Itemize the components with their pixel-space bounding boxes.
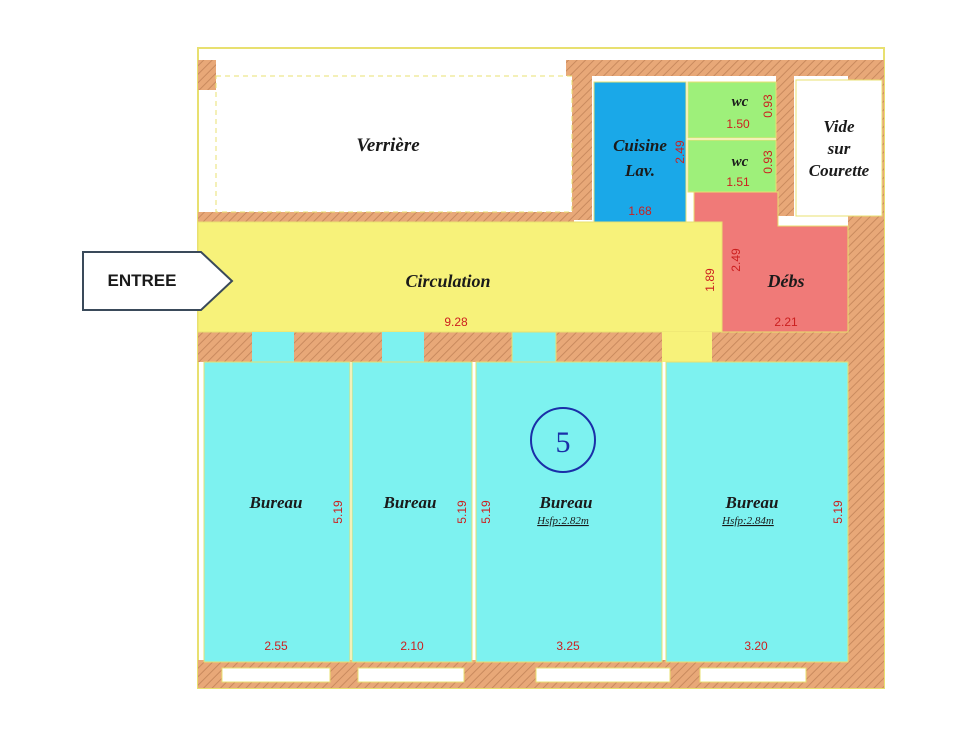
dim-bureau-2-height: 5.19 xyxy=(455,500,469,524)
wall-verriere-right xyxy=(572,66,592,220)
dim-cuisine-height: 2.49 xyxy=(673,140,687,164)
room-bureau-3 xyxy=(475,361,663,663)
label-vide-line1: Vide xyxy=(823,117,855,136)
door-bureau-3 xyxy=(511,331,557,363)
room-circulation xyxy=(197,221,723,333)
dim-bureau-4-height: 5.19 xyxy=(831,500,845,524)
label-debs: Débs xyxy=(767,271,805,291)
label-wc-1: wc xyxy=(732,94,749,110)
wall-circulation-top xyxy=(198,212,574,224)
dim-wc-2-height: 0.93 xyxy=(761,150,775,174)
plan-number: 5 xyxy=(556,426,571,459)
room-verriere xyxy=(215,75,573,213)
dim-bureau-4-width: 3.20 xyxy=(744,639,768,653)
plan-number-circle xyxy=(530,407,596,473)
label-bureau-2: Bureau xyxy=(383,493,437,512)
dim-debs-height: 2.49 xyxy=(729,248,743,272)
dim-cuisine-width: 1.68 xyxy=(628,204,652,218)
window-bottom-3 xyxy=(535,667,671,683)
room-cuisine xyxy=(593,81,687,223)
room-wc-1 xyxy=(687,81,777,139)
wall-wc-vide xyxy=(776,76,794,216)
room-bureau-2 xyxy=(351,361,473,663)
dim-circulation-height: 1.89 xyxy=(703,268,717,292)
label-circulation: Circulation xyxy=(405,271,490,291)
room-bureau-1 xyxy=(203,361,351,663)
dim-bureau-3-height: 5.19 xyxy=(479,500,493,524)
window-bottom-4 xyxy=(699,667,807,683)
dim-wc-1-width: 1.50 xyxy=(726,117,750,131)
label-vide-line3: Courette xyxy=(809,161,870,180)
window-bottom-1 xyxy=(221,667,331,683)
subtitle-bureau-4: Hsfp:2.84m xyxy=(721,515,774,527)
wall-top-services xyxy=(566,60,884,76)
room-vide-courette xyxy=(795,79,883,217)
entrance-arrow-shape xyxy=(82,251,234,311)
label-bureau-4: Bureau xyxy=(725,493,779,512)
dim-bureau-2-width: 2.10 xyxy=(400,639,424,653)
door-bureau-2 xyxy=(382,332,424,362)
label-verriere: Verrière xyxy=(356,135,420,156)
label-cuisine-line2: Lav. xyxy=(624,161,655,180)
door-bureau-1 xyxy=(252,332,294,362)
subtitle-bureau-3: Hsfp:2.82m xyxy=(536,515,589,527)
dim-debs-width: 2.21 xyxy=(774,315,798,329)
wall-top-left xyxy=(198,60,216,90)
dim-bureau-3-width: 3.25 xyxy=(556,639,580,653)
dim-bureau-1-width: 2.55 xyxy=(264,639,288,653)
dim-circulation-width: 9.28 xyxy=(444,315,468,329)
dim-wc-1-height: 0.93 xyxy=(761,94,775,118)
window-bottom-2 xyxy=(357,667,465,683)
label-bureau-3: Bureau xyxy=(539,493,593,512)
room-bureau-4 xyxy=(665,361,849,663)
circulation-passage xyxy=(662,332,712,362)
label-wc-2: wc xyxy=(732,154,749,170)
label-cuisine-line1: Cuisine xyxy=(613,136,667,155)
dim-bureau-1-height: 5.19 xyxy=(331,500,345,524)
label-bureau-1: Bureau xyxy=(249,493,303,512)
room-debs xyxy=(693,191,849,333)
entrance-label: ENTREE xyxy=(107,271,177,290)
dim-wc-2-width: 1.51 xyxy=(726,175,750,189)
label-vide-line2: sur xyxy=(827,139,851,158)
room-wc-2 xyxy=(687,139,777,193)
